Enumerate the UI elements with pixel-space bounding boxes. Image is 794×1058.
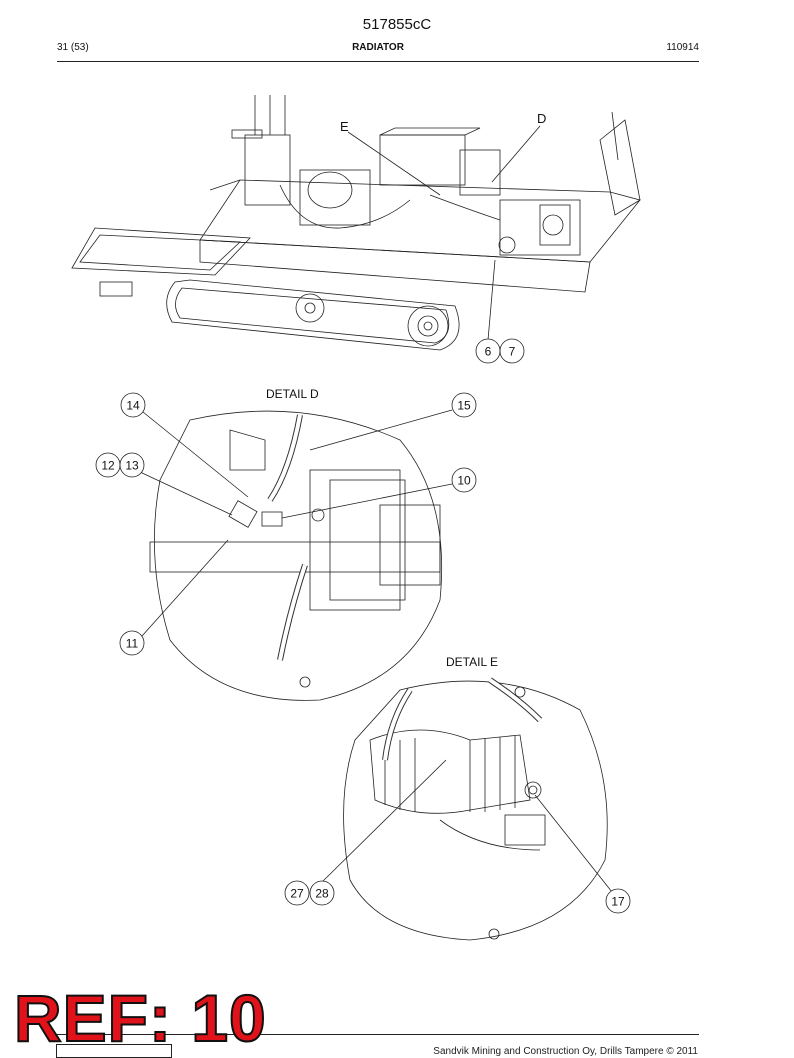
detail-d-callout: D <box>537 111 546 126</box>
footer-rule <box>57 1034 699 1035</box>
document-id: 517855cC <box>362 16 432 33</box>
header-rule <box>57 61 699 62</box>
ref-stamp: REF: 10 <box>13 981 267 1055</box>
detail-e-title: DETAIL E <box>446 655 498 669</box>
section-title: RADIATOR <box>352 42 404 53</box>
svg-text:6: 6 <box>485 345 492 359</box>
detail-d-title: DETAIL D <box>266 387 319 401</box>
item-bubble-28: 28 <box>309 880 335 906</box>
svg-text:7: 7 <box>509 345 516 359</box>
item-bubble-12: 12 <box>95 452 121 478</box>
item-bubble-6: 6 <box>475 338 501 364</box>
page-number: 31 (53) <box>57 42 89 53</box>
item-bubble-27: 27 <box>284 880 310 906</box>
item-bubble-15: 15 <box>451 392 477 418</box>
svg-text:10: 10 <box>457 474 471 488</box>
svg-text:14: 14 <box>126 399 140 413</box>
svg-text:17: 17 <box>611 895 625 909</box>
svg-text:28: 28 <box>315 887 329 901</box>
machine-overview <box>71 95 641 351</box>
svg-text:12: 12 <box>101 459 115 473</box>
item-bubble-14: 14 <box>120 392 146 418</box>
detail-e-callout: E <box>340 119 349 134</box>
svg-text:27: 27 <box>290 887 304 901</box>
footer-copyright: Sandvik Mining and Construction Oy, Dril… <box>433 1046 698 1057</box>
svg-text:11: 11 <box>126 637 139 651</box>
detail-d-view <box>149 410 443 701</box>
detail-e-view <box>343 677 608 941</box>
item-bubble-17: 17 <box>605 888 631 914</box>
svg-text:15: 15 <box>457 399 471 413</box>
item-bubble-10: 10 <box>451 467 477 493</box>
item-bubble-13: 13 <box>119 452 145 478</box>
item-bubble-11: 11 <box>119 630 145 656</box>
item-bubble-7: 7 <box>499 338 525 364</box>
svg-text:13: 13 <box>125 459 139 473</box>
date-code: 110914 <box>666 42 699 53</box>
